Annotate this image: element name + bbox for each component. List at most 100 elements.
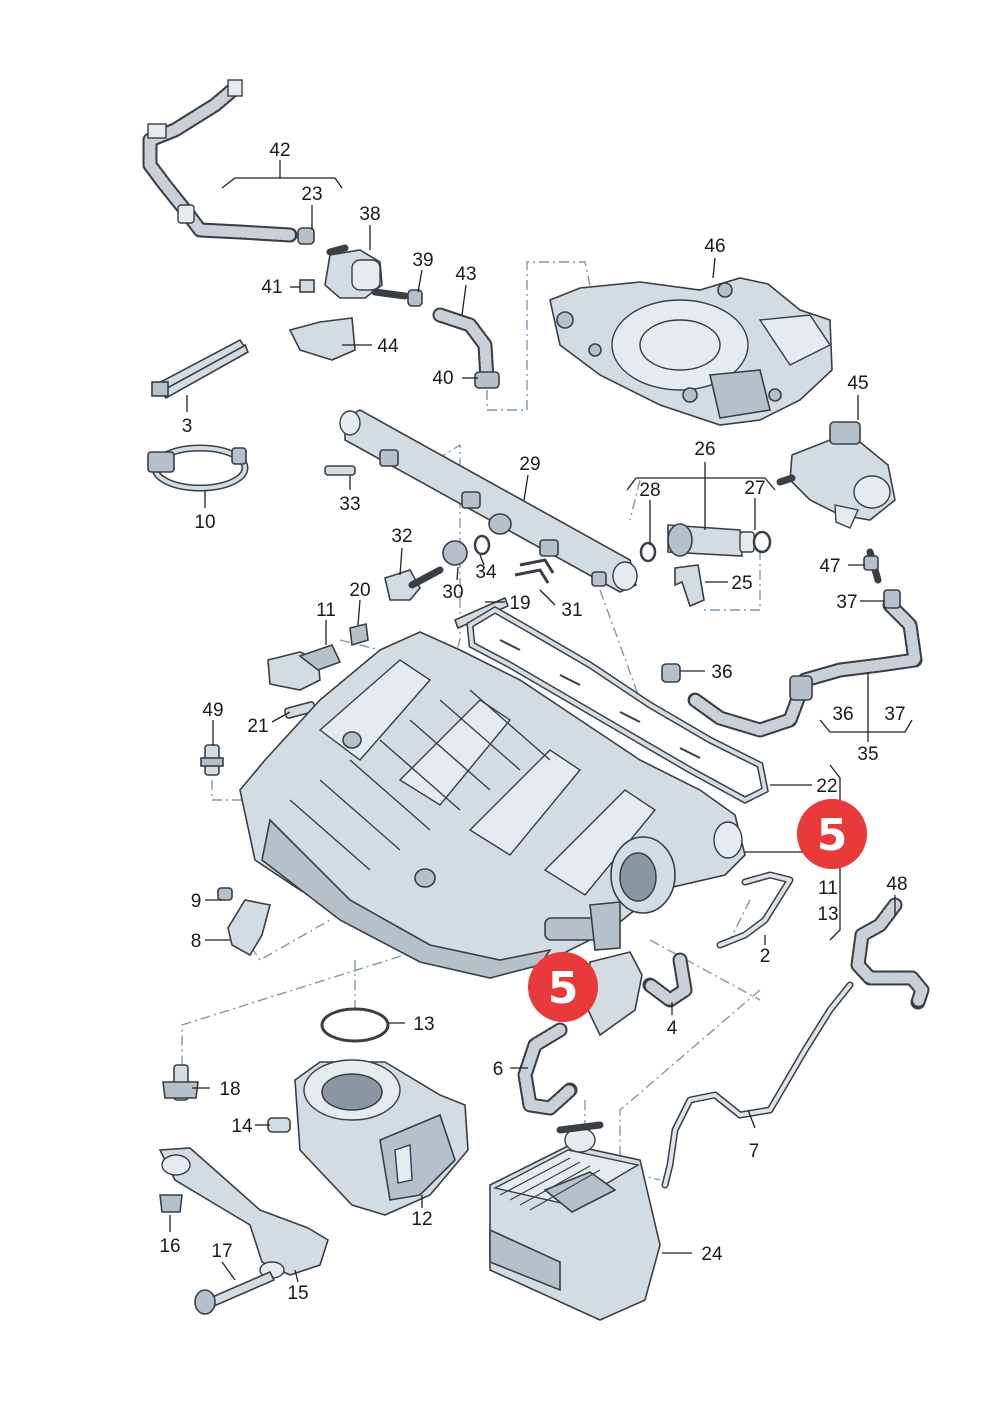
seal-34 [473,534,491,556]
label-41: 41 [261,277,282,298]
label-14: 14 [231,1116,253,1137]
o-ring-13 [320,1007,390,1043]
nut-16 [159,1194,183,1213]
label-13-right: 13 [817,904,838,925]
sensor-11 [267,644,342,691]
high-pressure-pump-45 [776,421,896,529]
label-39: 39 [412,250,433,271]
label-11-upper: 11 [316,600,336,621]
callout-badge-left: 5 [528,952,598,1022]
screw-41 [299,279,315,293]
gasket-22 [466,605,769,804]
label-26: 26 [694,439,715,460]
screw-33 [324,465,356,476]
callout-badge-right: 5 [797,799,867,869]
intake-manifold [239,631,746,979]
badge-right-text: 5 [817,810,848,861]
label-40: 40 [432,368,453,389]
bolt-17 [208,1270,276,1308]
breather-hose-assembly [142,79,500,389]
cable-tie-3 [151,338,250,400]
label-42: 42 [269,140,290,161]
plug-30 [442,540,468,566]
bracket-15 [158,1064,329,1315]
label-45: 45 [847,373,868,394]
label-3: 3 [182,416,193,437]
hose-clamp-10 [147,444,249,492]
label-38: 38 [359,204,380,225]
label-31: 31 [561,600,582,621]
stud-19 [453,596,510,630]
hose-6 [517,1022,578,1116]
label-48: 48 [886,874,907,895]
label-25: 25 [731,573,752,594]
sensor-8 [217,887,271,957]
sensor-32 [384,569,421,601]
label-24: 24 [701,1244,723,1265]
label-8: 8 [191,931,202,952]
label-17: 17 [211,1241,232,1262]
label-6: 6 [493,1059,504,1080]
badge-left-text: 5 [548,963,579,1014]
bracket-44 [288,317,356,361]
label-49: 49 [202,700,223,721]
label-19: 19 [509,593,530,614]
label-18: 18 [219,1079,240,1100]
hose-35 [661,548,923,738]
valve-5 [544,901,693,1037]
label-7: 7 [749,1141,760,1162]
stud-49 [200,744,224,776]
tube-2 [716,871,794,949]
tube-48 [850,897,930,1010]
clip-31 [514,558,555,584]
clip-25 [674,564,705,608]
throttle-body-12 [294,1059,469,1216]
hose-clip [147,123,167,139]
label-35: 35 [857,744,878,765]
sensors-upper [349,534,555,647]
air-filter-housing-24 [489,1121,661,1321]
label-43: 43 [455,264,476,285]
label-44: 44 [377,336,399,357]
label-10: 10 [194,512,215,533]
label-30: 30 [442,582,463,603]
fuel-rail-29 [339,409,638,593]
label-23: 23 [301,184,322,205]
label-46: 46 [704,236,725,257]
label-22: 22 [816,776,837,797]
label-29: 29 [519,454,540,475]
clamp-36 [661,663,681,683]
clamp-39 [407,289,423,307]
label-9: 9 [191,891,202,912]
hose-joint [177,204,195,224]
connector-47 [863,555,879,571]
label-34: 34 [475,562,497,583]
injector-assembly-26 [639,523,772,608]
clamp-37 [883,589,901,609]
label-21: 21 [247,716,268,737]
part-number-labels: 42 23 38 41 39 43 44 40 3 10 46 45 29 33… [159,140,907,1304]
label-28: 28 [639,480,660,501]
label-47: 47 [819,556,840,577]
tube-7 [661,981,854,1189]
label-4: 4 [667,1018,678,1039]
label-33: 33 [339,494,360,515]
label-12: 12 [411,1209,432,1230]
label-13-left: 13 [413,1014,434,1035]
label-11-lower: 11 [818,878,838,899]
label-20: 20 [349,580,370,601]
screw-9 [217,887,233,901]
screw-14 [267,1117,291,1133]
label-27: 27 [744,478,765,499]
label-16: 16 [159,1236,180,1257]
nut-20 [349,623,369,647]
clamp-23 [297,227,315,245]
label-15: 15 [287,1283,308,1304]
hose-end-connector [227,79,243,97]
label-32: 32 [391,526,412,547]
label-37-upper: 37 [836,592,857,613]
label-36-lower: 36 [832,704,853,725]
label-37-lower: 37 [884,704,905,725]
